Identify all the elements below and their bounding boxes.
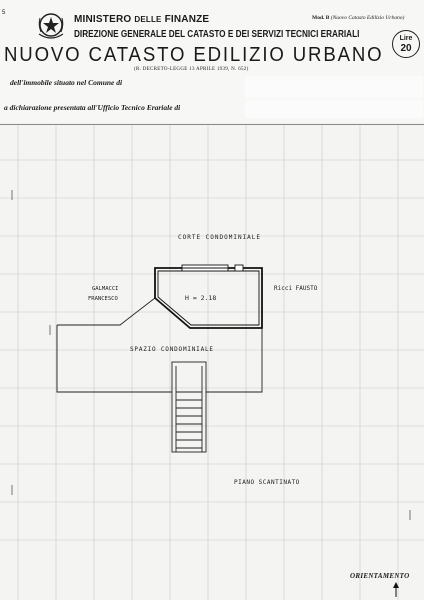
label-right-owner: Ricci FAUSTO bbox=[274, 285, 318, 292]
italian-emblem-icon bbox=[38, 13, 64, 39]
grid bbox=[0, 125, 424, 600]
orientamento-label: ORIENTAMENTO bbox=[350, 572, 410, 580]
label-left-owner-2: FRANCESCO bbox=[88, 296, 118, 302]
header-rule bbox=[0, 124, 424, 125]
direzione-line: DIREZIONE GENERALE DEL CATASTO E DEI SER… bbox=[74, 29, 360, 40]
redacted-area bbox=[245, 100, 423, 118]
label-floor: PIANO SCANTINATO bbox=[234, 479, 300, 486]
label-height: H = 2.18 bbox=[185, 294, 216, 302]
corner-mark: 5 bbox=[2, 10, 6, 16]
stamp-badge: Lire 20 bbox=[392, 30, 420, 58]
window bbox=[181, 264, 244, 272]
office-line: a dichiarazione presentata all'Ufficio T… bbox=[4, 103, 181, 112]
label-spazio: SPAZIO CONDOMINIALE bbox=[130, 346, 214, 353]
form-header: 5 MINISTERO DELLE FINANZE DIREZIONE GENE… bbox=[0, 0, 424, 122]
stairs bbox=[171, 361, 207, 453]
form-title: NUOVO CATASTO EDILIZIO URBANO bbox=[4, 44, 384, 66]
decree-reference: (R. DECRETO-LEGGE 13 APRILE 1939, N. 652… bbox=[134, 67, 249, 72]
label-corte: CORTE CONDOMINIALE bbox=[178, 234, 261, 241]
shared-space-outline bbox=[56, 297, 263, 393]
floor-plan: CORTE CONDOMINIALE GALMACCI FRANCESCO H … bbox=[0, 125, 424, 600]
municipality-line: dell'immobile situato nel Comune di bbox=[10, 78, 123, 87]
model-code: Mod. B (Nuovo Catasto Edilizio Urbano) bbox=[312, 15, 405, 21]
compass-arrow-icon bbox=[393, 582, 399, 597]
ministry-name: MINISTERO DELLE FINANZE bbox=[74, 14, 210, 25]
label-left-owner-1: GALMACCI bbox=[92, 286, 119, 292]
redacted-area bbox=[245, 76, 423, 98]
grid-ticks bbox=[11, 190, 411, 520]
